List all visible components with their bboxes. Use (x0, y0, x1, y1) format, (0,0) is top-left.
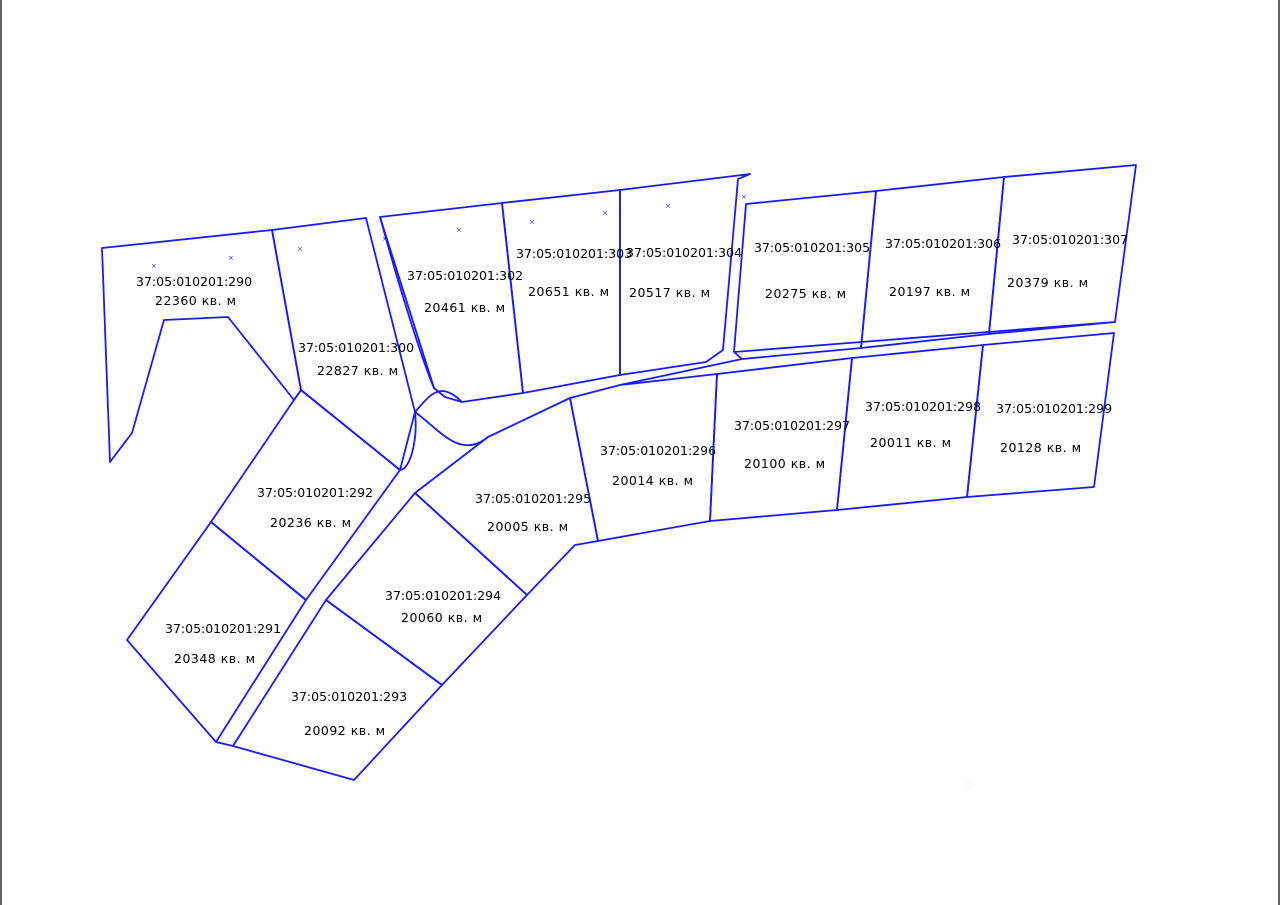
parcel-300-outline (271, 217, 416, 471)
parcel-293-outline (232, 599, 443, 781)
upper-right-block (733, 164, 1137, 360)
parcel-number: 37:05:010201:293 (291, 689, 407, 704)
parcel-307-outline (988, 164, 1137, 335)
parcel-290-outline (101, 229, 302, 463)
parcel-number: 37:05:010201:304 (626, 245, 742, 260)
parcel-area: 20236 кв. м (270, 515, 352, 530)
upper-left-block (101, 173, 751, 471)
parcel-area: 20348 кв. м (174, 651, 256, 666)
parcel-area: 20517 кв. м (629, 285, 711, 300)
marker: × (297, 245, 303, 253)
parcel-area: 20128 кв. м (1000, 440, 1082, 455)
road-diagonal-edge (399, 411, 417, 471)
parcel-area: 20651 кв. м (528, 284, 610, 299)
marker: × (529, 218, 535, 226)
parcel-292-outline (210, 389, 401, 601)
parcel-number: 37:05:010201:302 (407, 268, 523, 283)
parcel-area: 20011 кв. м (870, 435, 952, 450)
parcel-number: 37:05:010201:305 (754, 240, 870, 255)
marker: × (665, 202, 671, 210)
parcel-area: 20197 кв. м (889, 284, 971, 299)
survey-markers: × × × × × × × × × (151, 193, 747, 270)
marker: × (602, 209, 608, 217)
parcel-number: 37:05:010201:298 (865, 399, 981, 414)
parcel-299-outline (966, 332, 1115, 498)
parcel-304-outline (619, 173, 751, 376)
parcel-number: 37:05:010201:291 (165, 621, 281, 636)
road-upper-edge (379, 216, 435, 389)
parcel-area: 20060 кв. м (401, 610, 483, 625)
road-edges (215, 216, 1116, 747)
parcel-labels: 37:05:010201:290 22360 кв. м 37:05:01020… (136, 232, 1128, 738)
parcel-number: 37:05:010201:300 (298, 340, 414, 355)
parcel-area: 22827 кв. м (317, 363, 399, 378)
parcel-306-outline (860, 176, 1005, 349)
parcel-area: 20092 кв. м (304, 723, 386, 738)
marker: × (382, 235, 388, 243)
parcel-area: 20379 кв. м (1007, 275, 1089, 290)
parcel-305-outline (733, 190, 877, 360)
marker: × (228, 254, 234, 262)
parcel-area: 20461 кв. м (424, 300, 506, 315)
marker: × (741, 193, 747, 201)
marker: × (151, 262, 157, 270)
parcel-number: 37:05:010201:296 (600, 443, 716, 458)
parcel-area: 20005 кв. м (487, 519, 569, 534)
parcel-number: 37:05:010201:297 (734, 418, 850, 433)
parcel-number: 37:05:010201:303 (516, 246, 632, 261)
lower-left-block (126, 389, 599, 781)
parcel-area: 20014 кв. м (612, 473, 694, 488)
parcel-298-outline (836, 344, 984, 511)
parcel-number: 37:05:010201:292 (257, 485, 373, 500)
parcel-297-outline (709, 357, 853, 522)
parcel-number: 37:05:010201:294 (385, 588, 501, 603)
parcel-area: 20275 кв. м (765, 286, 847, 301)
road-centre-curve (414, 390, 463, 413)
parcel-area: 20100 кв. м (744, 456, 826, 471)
parcel-number: 37:05:010201:306 (885, 236, 1001, 251)
parcel-number: 37:05:010201:299 (996, 401, 1112, 416)
parcel-area: 22360 кв. м (155, 293, 237, 308)
parcel-number: 37:05:010201:290 (136, 274, 252, 289)
road-left-edge (215, 741, 234, 747)
parcel-number: 37:05:010201:295 (475, 491, 591, 506)
road-lower-edge (414, 411, 489, 447)
watermark: ◦ (960, 769, 977, 802)
parcel-number: 37:05:010201:307 (1012, 232, 1128, 247)
road-right-edge (733, 321, 1116, 353)
road-mid-link (619, 358, 743, 386)
right-lower-block (569, 332, 1115, 542)
marker: × (456, 226, 462, 234)
